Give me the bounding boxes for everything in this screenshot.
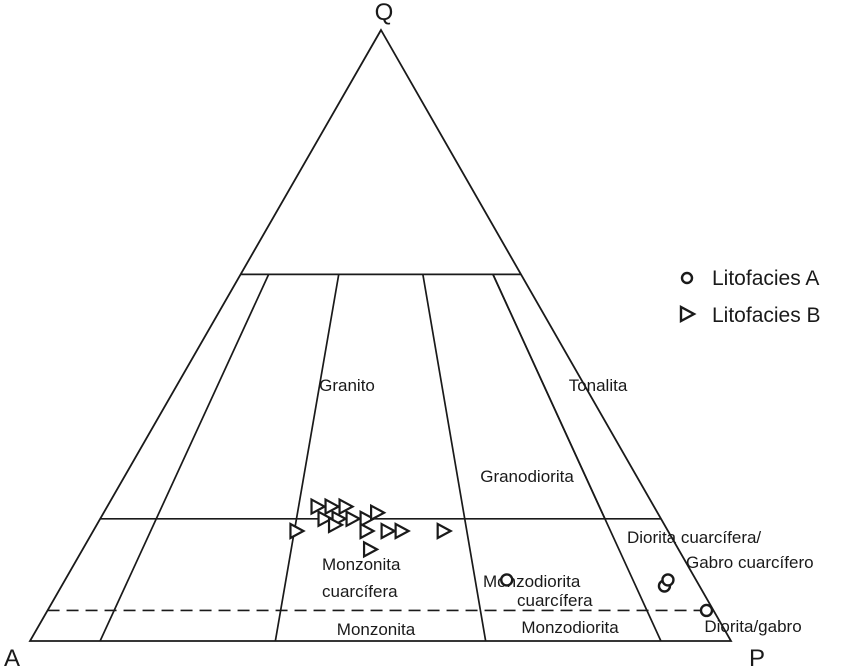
point-litofacies-b-14 [289, 522, 306, 540]
diagram-frame [28, 28, 733, 642]
boundary-p10 [99, 274, 270, 642]
point-litofacies-b-12 [394, 522, 411, 540]
point-litofacies-b-6 [338, 497, 355, 516]
vertex-label-q: Q [375, 0, 394, 26]
point-litofacies-b-5 [345, 509, 362, 528]
legend-label-litofacies-b: Litofacies B [712, 304, 821, 327]
point-litofacies-b-7 [359, 509, 376, 528]
point-litofacies-b-9 [327, 516, 345, 534]
field-label-monzodiorita-cuarcifera-line-2: cuarcífera [517, 591, 593, 610]
field-label-granodiorita: Granodiorita [480, 467, 574, 486]
point-litofacies-a-1 [500, 573, 514, 587]
point-litofacies-b-2 [310, 497, 327, 516]
legend-marker-litofacies-b [679, 304, 697, 324]
point-litofacies-a-4 [699, 603, 714, 618]
field-label-monzonita-cuarcifera-line-1: Monzonita [322, 555, 401, 574]
data-points [289, 497, 714, 618]
point-litofacies-b-8 [370, 503, 387, 522]
boundary-p35 [274, 274, 340, 642]
point-litofacies-a-3 [661, 573, 675, 587]
field-label-monzodiorita: Monzodiorita [521, 618, 619, 637]
field-label-tonalita: Tonalita [569, 376, 628, 395]
field-label-monzonita: Monzonita [337, 620, 416, 639]
field-boundaries [47, 273, 714, 642]
triangle-outline [28, 28, 733, 642]
boundary-p65 [422, 274, 487, 642]
field-label-diorita-gabro: Diorita/gabro [704, 617, 801, 636]
legend: Litofacies A Litofacies B [679, 267, 821, 327]
field-label-diorita-cuarcifera-line-1: Diorita cuarcífera/ [627, 528, 761, 547]
vertex-label-a: A [4, 645, 20, 669]
field-label-monzonita-cuarcifera-line-2: cuarcífera [322, 582, 398, 601]
legend-label-litofacies-a: Litofacies A [712, 267, 819, 290]
field-label-monzodiorita-cuarcifera-line-1: Monzodiorita [483, 572, 581, 591]
field-label-diorita-cuarcifera-line-2: Gabro cuarcífero [686, 553, 814, 572]
point-litofacies-b-4 [324, 497, 341, 516]
point-litofacies-b-1 [317, 509, 334, 528]
vertex-label-p: P [749, 645, 765, 669]
point-litofacies-b-10 [359, 522, 376, 540]
point-litofacies-b-15 [436, 522, 454, 540]
boundary-p90-upper [492, 274, 606, 520]
point-litofacies-b-11 [380, 522, 397, 540]
field-label-granito: Granito [319, 376, 375, 395]
point-litofacies-b-13 [362, 540, 380, 559]
legend-marker-litofacies-a [680, 271, 694, 285]
